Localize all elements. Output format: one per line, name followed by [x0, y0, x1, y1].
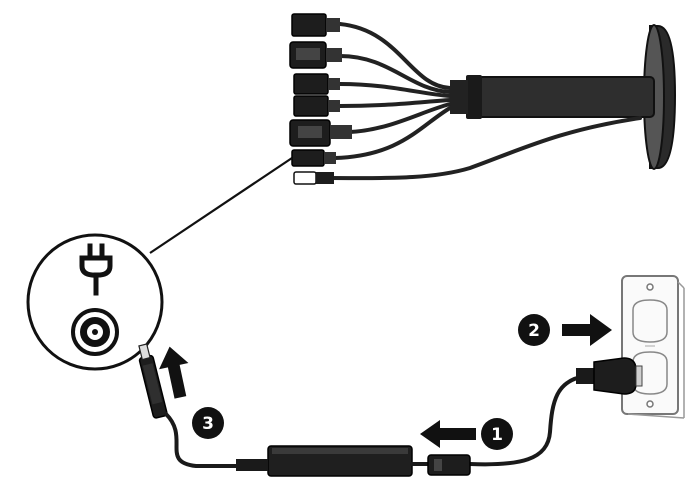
- monitor-stand: [450, 24, 677, 170]
- arrow-step-3: [159, 346, 189, 399]
- ac-wall-plug: [576, 357, 643, 395]
- step-badge-2: 2: [518, 314, 550, 346]
- power-plug-icon: [79, 243, 113, 296]
- connector-group: [289, 13, 352, 185]
- arrow-step-2: [562, 314, 612, 346]
- ac-cord-connector: [427, 454, 471, 476]
- dc-plug: [138, 343, 168, 419]
- step-number-3: 3: [202, 414, 214, 434]
- connector-2: [289, 41, 342, 69]
- step-badge-3: 3: [192, 407, 224, 439]
- callout-circle: [26, 233, 164, 371]
- connector-6-dc-power: [291, 149, 336, 167]
- step-number-1: 1: [491, 425, 503, 445]
- cable-bundle: [328, 22, 642, 181]
- wall-outlet: [621, 275, 685, 419]
- power-cables: [164, 374, 588, 471]
- connector-7: [293, 171, 334, 185]
- connector-4: [293, 95, 340, 117]
- dc-power-jack-icon: [71, 308, 119, 356]
- step-badge-1: 1: [481, 418, 513, 450]
- arrow-step-1: [420, 420, 476, 448]
- connector-1: [291, 13, 340, 37]
- step-number-2: 2: [528, 321, 540, 341]
- connector-5: [289, 119, 352, 147]
- power-adapter: [267, 445, 413, 477]
- connector-3: [293, 73, 340, 95]
- callout-leader-line: [149, 157, 293, 254]
